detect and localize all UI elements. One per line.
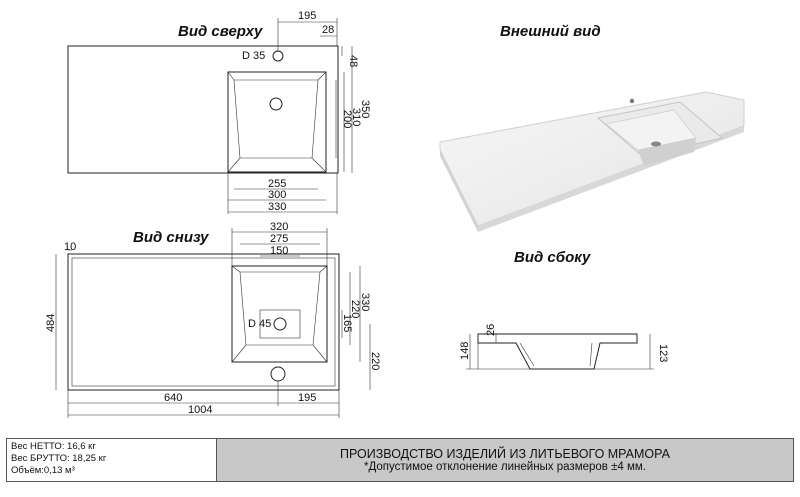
bottom-dim-640: 640 [164, 392, 182, 404]
side-view-title: Вид сбоку [514, 249, 591, 266]
top-dim-28: 28 [322, 24, 334, 36]
top-view-dimensions [227, 18, 353, 214]
bottom-dim-484: 484 [45, 314, 57, 332]
top-dim-350: 350 [359, 100, 371, 118]
top-dim-200: 200 [341, 110, 353, 128]
production-title: ПРОИЗВОДСТВО ИЗДЕЛИЙ ИЗ ЛИТЬЕВОГО МРАМОР… [340, 447, 670, 461]
production-banner: ПРОИЗВОДСТВО ИЗДЕЛИЙ ИЗ ЛИТЬЕВОГО МРАМОР… [217, 439, 793, 481]
top-dim-330: 330 [268, 201, 286, 213]
sink-exterior-render [439, 91, 745, 232]
bottom-dim-330: 330 [359, 293, 371, 311]
bottom-dim-220-inner: 220 [349, 300, 361, 318]
bottom-view-dimensions [55, 228, 371, 418]
bottom-dim-195: 195 [298, 392, 316, 404]
top-d35-label: D 35 [242, 50, 265, 62]
top-dim-195: 195 [298, 10, 316, 22]
side-dim-123: 123 [657, 344, 669, 362]
side-view [466, 333, 654, 370]
gross-weight: Вес БРУТТО: 18,25 кг [11, 453, 107, 464]
side-dim-26: 26 [485, 324, 497, 336]
info-footer: Вес НЕТТО: 16,6 кг Вес БРУТТО: 18,25 кг … [6, 438, 794, 482]
tolerance-note: *Допустимое отклонение линейных размеров… [364, 461, 646, 473]
bottom-dim-275: 275 [270, 233, 288, 245]
weight-specs: Вес НЕТТО: 16,6 кг Вес БРУТТО: 18,25 кг … [7, 439, 217, 481]
bottom-dim-10: 10 [64, 241, 76, 253]
top-dim-48: 48 [347, 55, 359, 67]
top-dim-300: 300 [268, 189, 286, 201]
top-dim-310: 310 [350, 108, 362, 126]
bottom-view [67, 253, 340, 391]
net-weight: Вес НЕТТО: 16,6 кг [11, 441, 96, 452]
volume: Объём:0,13 м³ [11, 465, 75, 476]
bottom-d45-label: D 45 [248, 318, 271, 330]
bottom-view-title: Вид снизу [133, 229, 209, 246]
bottom-dim-320: 320 [270, 221, 288, 233]
top-dim-255: 255 [268, 178, 286, 190]
bottom-dim-150: 150 [270, 245, 288, 257]
side-dim-148: 148 [459, 342, 471, 360]
top-view-title: Вид сверху [178, 23, 263, 40]
exterior-view-title: Внешний вид [500, 23, 601, 40]
bottom-dim-1004: 1004 [188, 404, 212, 416]
bottom-dim-220-outer: 220 [369, 352, 381, 370]
bottom-dim-165: 165 [341, 314, 353, 332]
top-view [67, 45, 339, 174]
